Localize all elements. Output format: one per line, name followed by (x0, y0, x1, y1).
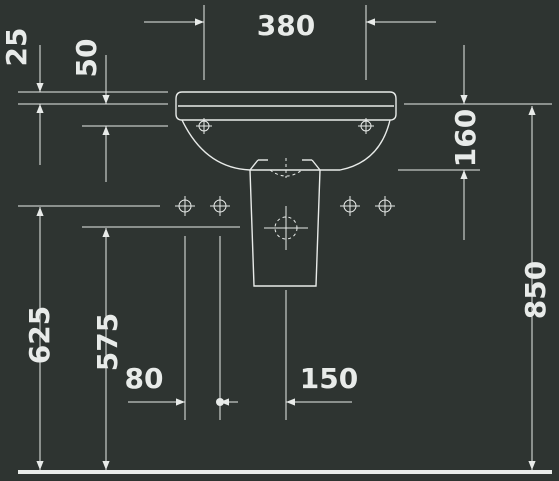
basin-fixing-left-icon (196, 118, 212, 134)
supply-marker-3-icon (340, 196, 360, 216)
dim-80: 80 (125, 362, 164, 395)
dim-625: 625 (23, 306, 56, 364)
supply-marker-2-icon (210, 196, 230, 216)
pedestal (249, 159, 321, 287)
washbasin (175, 91, 397, 178)
dim-25: 25 (0, 28, 33, 67)
dim-160: 160 (449, 109, 482, 167)
supply-marker-1-icon (175, 196, 195, 216)
dim-50: 50 (70, 39, 103, 78)
waste-outlet-icon (264, 206, 308, 250)
supply-marker-4-icon (375, 196, 395, 216)
dim-850: 850 (519, 261, 552, 319)
dim-575: 575 (91, 313, 124, 371)
dim-150: 150 (300, 362, 358, 395)
dim-380: 380 (257, 9, 315, 42)
basin-fixing-right-icon (358, 118, 374, 134)
